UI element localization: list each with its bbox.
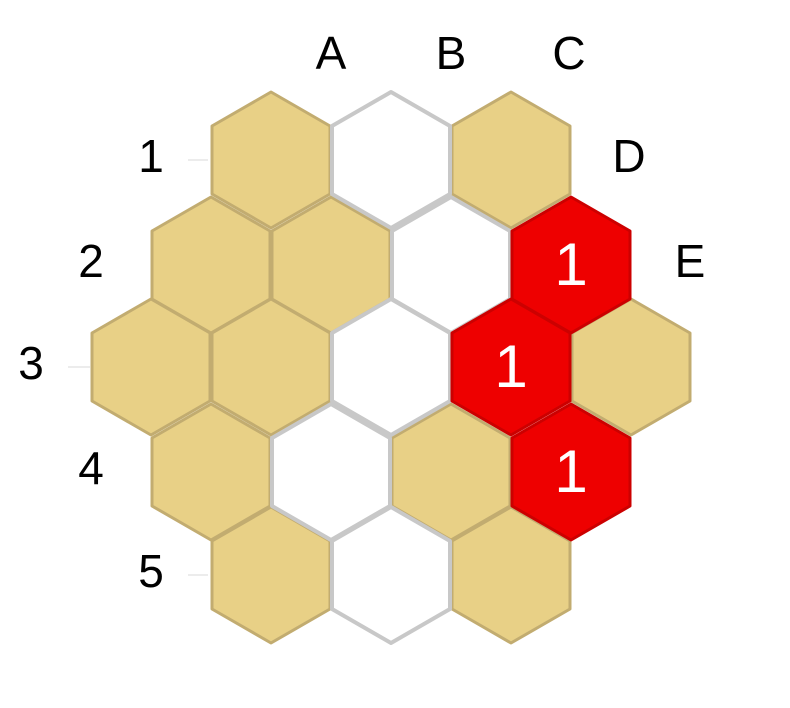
hex-cell-red[interactable]: [450, 297, 572, 437]
hex-cells: [90, 90, 692, 645]
column-label-e: E: [675, 235, 706, 287]
hex-cell-white[interactable]: [330, 90, 452, 230]
row-label-5: 5: [138, 545, 164, 597]
column-label-d: D: [612, 130, 645, 182]
hex-cell-number: 1: [554, 231, 587, 298]
hex-cell-red[interactable]: [510, 402, 632, 542]
column-label-c: C: [552, 27, 585, 79]
hex-cell-sand[interactable]: [90, 297, 212, 437]
hex-cell-white[interactable]: [330, 505, 452, 645]
column-label-a: A: [316, 27, 347, 79]
hex-cell-white[interactable]: [330, 297, 452, 437]
row-label-2: 2: [78, 235, 104, 287]
hex-cell-number: 1: [494, 333, 527, 400]
row-label-3: 3: [18, 337, 44, 389]
row-label-1: 1: [138, 130, 164, 182]
hex-cell-number: 1: [554, 438, 587, 505]
hex-numbers: 111: [494, 231, 587, 505]
column-label-b: B: [436, 27, 467, 79]
row-label-4: 4: [78, 442, 104, 494]
